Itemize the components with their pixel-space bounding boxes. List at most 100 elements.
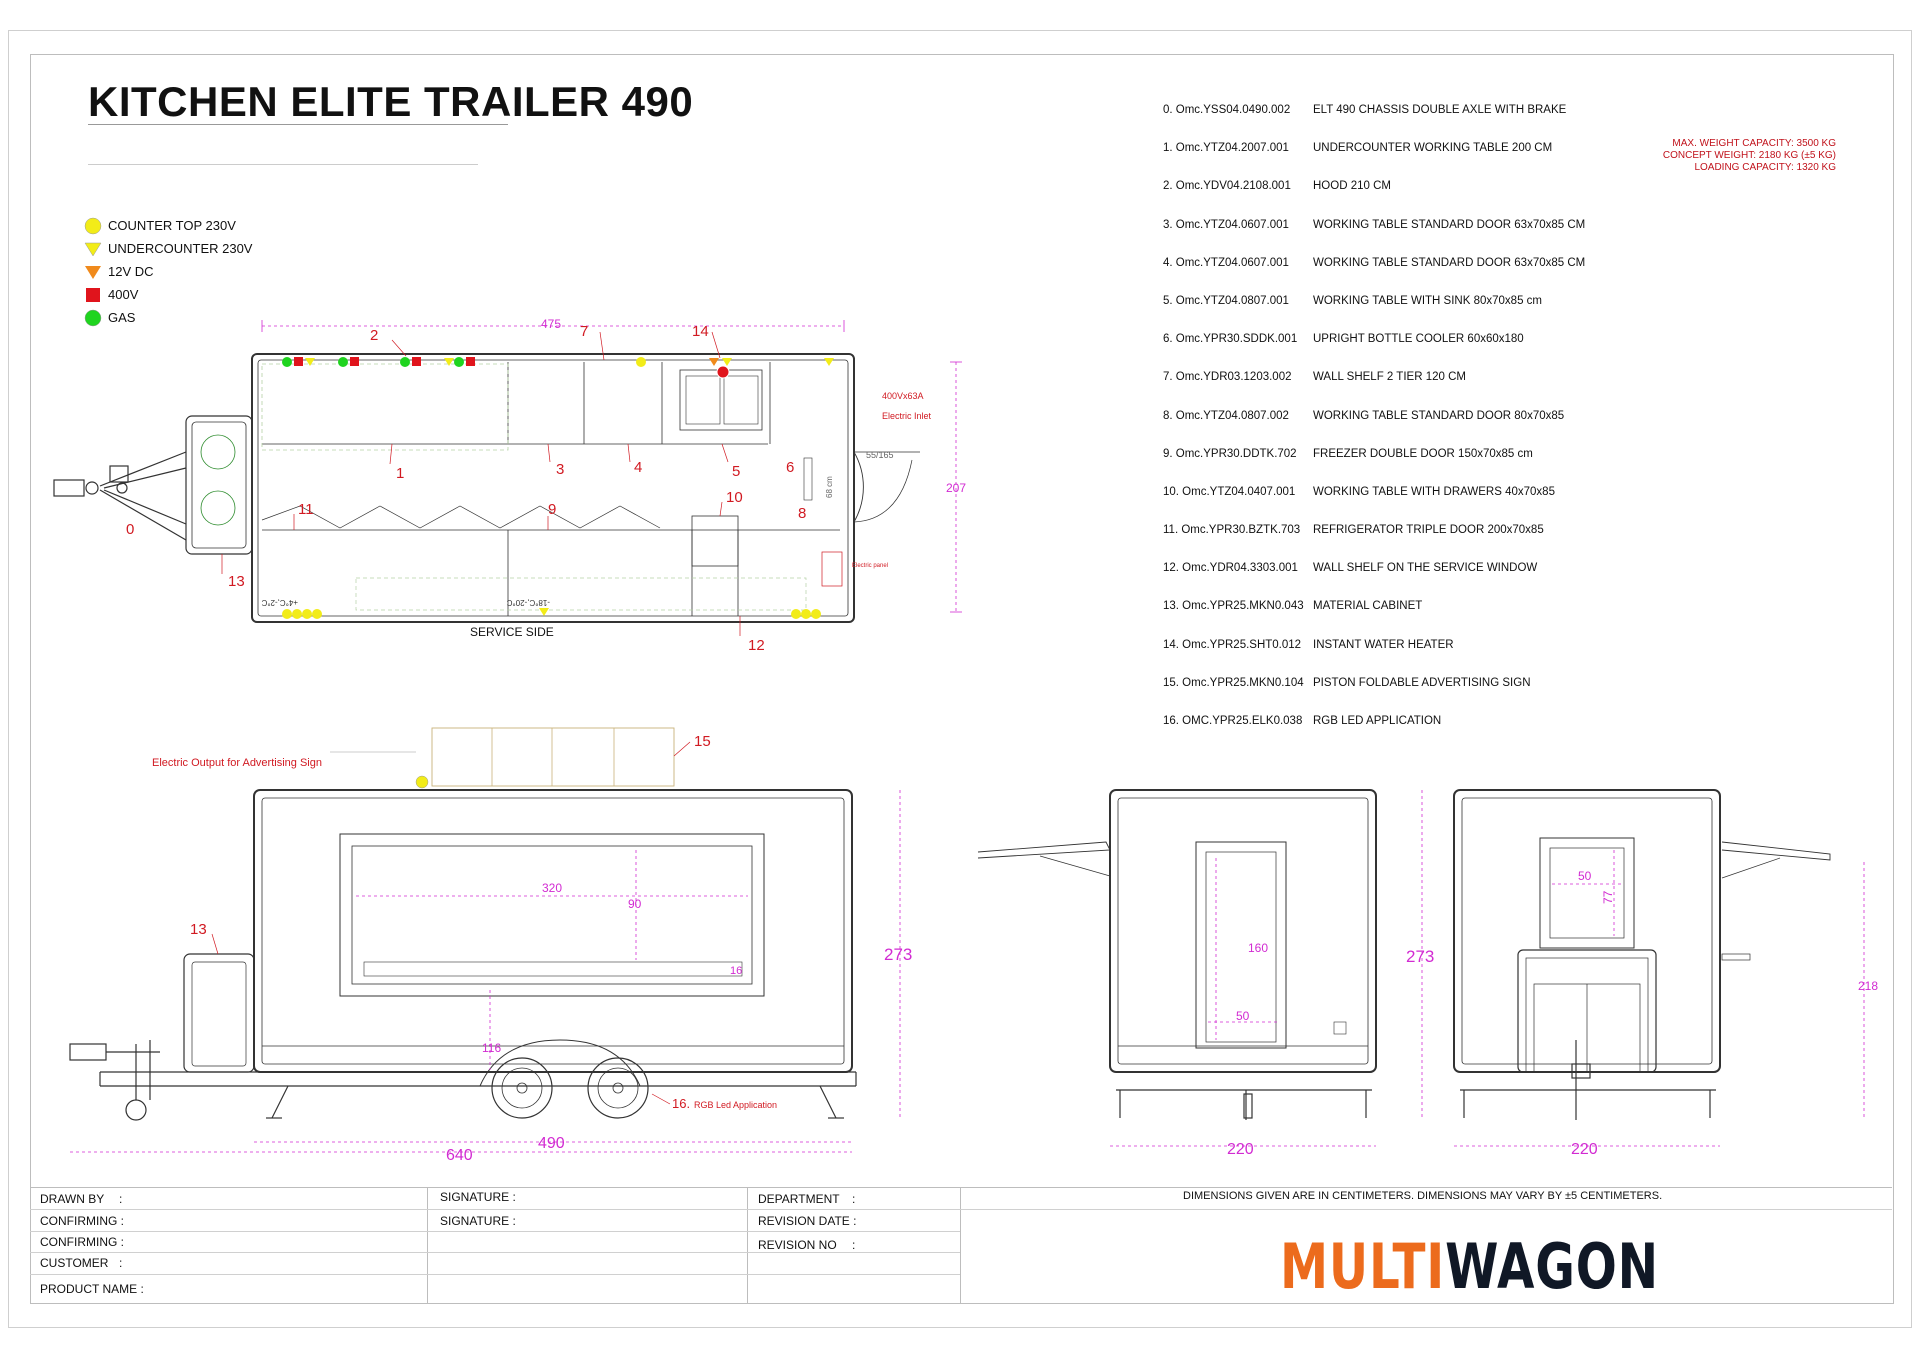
legend-item-12v-dc: 12V DC — [84, 260, 252, 283]
400v-outlet-icon — [350, 357, 359, 366]
part-desc: WORKING TABLE STANDARD DOOR 63x70x85 CM — [1313, 256, 1586, 269]
rear-door-width-dimension: 50 — [1236, 1009, 1250, 1023]
400v-outlet-icon — [412, 357, 421, 366]
plan-length-dimension: 475 — [541, 317, 561, 331]
drawing-frame — [30, 54, 1894, 1304]
counter-outlet-icon — [636, 357, 646, 367]
side-material-cabinet — [183, 953, 255, 1073]
callout-6: 6 — [786, 459, 794, 476]
title-block-row-line — [960, 1209, 1892, 1210]
title-block-divider — [427, 1188, 428, 1304]
counter-outlet-icon — [302, 609, 312, 619]
part-code: 0. Omc.YSS04.0490.002 — [1163, 104, 1291, 116]
plan-freezer-lids — [261, 505, 661, 529]
side-callout-13-leader — [211, 933, 219, 955]
gas-bottle-icon — [200, 434, 236, 470]
legend-item-counter-top: COUNTER TOP 230V — [84, 214, 252, 237]
plan-view — [53, 353, 920, 623]
plan-width-dimension: 207 — [946, 481, 966, 495]
side-height-dimension: 273 — [884, 945, 912, 964]
part-code: 11. Omc.YPR30.BZTK.703 — [1163, 524, 1301, 537]
title-block: DRAWN BY : CONFIRMING : CONFIRMING : CUS… — [30, 1187, 1892, 1304]
title-underline — [88, 124, 508, 125]
plan-door-dimension: 55/165 — [866, 450, 894, 460]
part-row: 0. Omc.YSS04.0490.002 ELT 490 CHASSIS DOU… — [1163, 104, 1585, 142]
rear-door-height-dimension: 160 — [1248, 941, 1268, 955]
multiwagon-logo: MULTIWAGON — [1280, 1230, 1659, 1303]
title-block-divider — [960, 1188, 961, 1304]
plan-temp-freezer: -18°C,-20°C — [506, 598, 550, 607]
callout-2: 2 — [370, 327, 378, 344]
part-desc: HOOD 210 CM — [1313, 180, 1391, 193]
capacity-line: LOADING CAPACITY: 1320 KG — [1694, 162, 1836, 173]
plan-material-cabinet — [185, 415, 253, 555]
logo-part-wagon: WAGON — [1445, 1230, 1659, 1303]
revision-no-label: REVISION NO — [758, 1238, 837, 1252]
callout-1: 1 — [396, 465, 404, 482]
front-window-height-dimension: 77 — [1601, 890, 1615, 904]
title-block-divider — [747, 1188, 748, 1304]
part-desc: WORKING TABLE STANDARD DOOR 80x70x85 — [1313, 409, 1565, 422]
floor-height-dimension: 116 — [482, 1041, 501, 1055]
wheel-icon — [587, 1057, 649, 1119]
part-code: 13. Omc.YPR25.MKN0.043 — [1163, 600, 1304, 613]
plan-temp-fridge: +4°C,-2°C — [261, 598, 298, 607]
rear-dimensions — [1110, 790, 1423, 1147]
front-window-width-dimension: 50 — [1578, 869, 1592, 883]
part-desc: REFRIGERATOR TRIPLE DOOR 200x70x85 — [1313, 524, 1544, 537]
part-row: 15. Omc.YPR25.MKN0.104 PISTON FOLDABLE AD… — [1163, 677, 1585, 715]
part-desc: FREEZER DOUBLE DOOR 150x70x85 cm — [1313, 447, 1533, 460]
callout-11: 11 — [298, 501, 314, 518]
front-view — [1453, 789, 1831, 1120]
callout-12: 12 — [748, 637, 765, 654]
part-desc: WALL SHELF ON THE SERVICE WINDOW — [1313, 562, 1538, 575]
jockey-wheel-icon — [125, 1099, 147, 1121]
callout-5: 5 — [732, 463, 740, 480]
callout-15: 15 — [694, 733, 711, 750]
capacity-note: MAX. WEIGHT CAPACITY: 3500 KG CONCEPT WE… — [1600, 138, 1836, 174]
logo-part-multi: MULTI — [1280, 1230, 1446, 1303]
side-dimensions — [70, 790, 901, 1153]
part-desc: WORKING TABLE WITH SINK 80x70x85 cm — [1313, 294, 1542, 307]
part-desc: MATERIAL CABINET — [1313, 600, 1423, 613]
undercounter-outlet-icon — [824, 358, 834, 366]
part-desc: PISTON FOLDABLE ADVERTISING SIGN — [1313, 676, 1531, 689]
plan-drawbar — [53, 451, 187, 541]
part-desc: WALL SHELF 2 TIER 120 CM — [1313, 371, 1466, 384]
part-code: 15. Omc.YPR25.MKN0.104 — [1163, 676, 1304, 689]
parts-list: 0. Omc.YSS04.0490.002 ELT 490 CHASSIS DOU… — [1163, 104, 1585, 753]
plan-sink — [679, 369, 763, 431]
gas-point-icon — [400, 357, 410, 367]
body-length-dimension: 490 — [538, 1135, 565, 1152]
part-row: 11. Omc.YPR30.BZTK.703 REFRIGERATOR TRIPL… — [1163, 524, 1585, 562]
legend-item-undercounter: UNDERCOUNTER 230V — [84, 237, 252, 260]
callout-8: 8 — [798, 505, 806, 522]
product-name-label: PRODUCT NAME : — [40, 1282, 144, 1296]
callout-0: 0 — [126, 521, 134, 538]
legend-item-gas: GAS — [84, 306, 252, 329]
plan-body-outline — [251, 353, 855, 623]
undercounter-outlet-icon — [305, 358, 315, 366]
side-service-window — [339, 833, 765, 997]
callout-4: 4 — [634, 459, 642, 476]
part-desc: ELT 490 CHASSIS DOUBLE AXLE WITH BRAKE — [1313, 104, 1567, 116]
drawn-by-label: DRAWN BY — [40, 1192, 105, 1206]
revision-no-colon: : — [852, 1238, 856, 1252]
undercounter-outlet-icon — [444, 358, 454, 366]
part-code: 3. Omc.YTZ04.0607.001 — [1163, 218, 1289, 231]
plan-outlets — [282, 357, 834, 619]
dimensions-note: DIMENSIONS GIVEN ARE IN CENTIMETERS. DIM… — [1183, 1190, 1663, 1202]
callout-7: 7 — [580, 323, 588, 340]
side-body-outline — [253, 789, 853, 1073]
red-square-icon — [84, 286, 102, 304]
part-code: 4. Omc.YTZ04.0607.001 — [1163, 256, 1289, 269]
